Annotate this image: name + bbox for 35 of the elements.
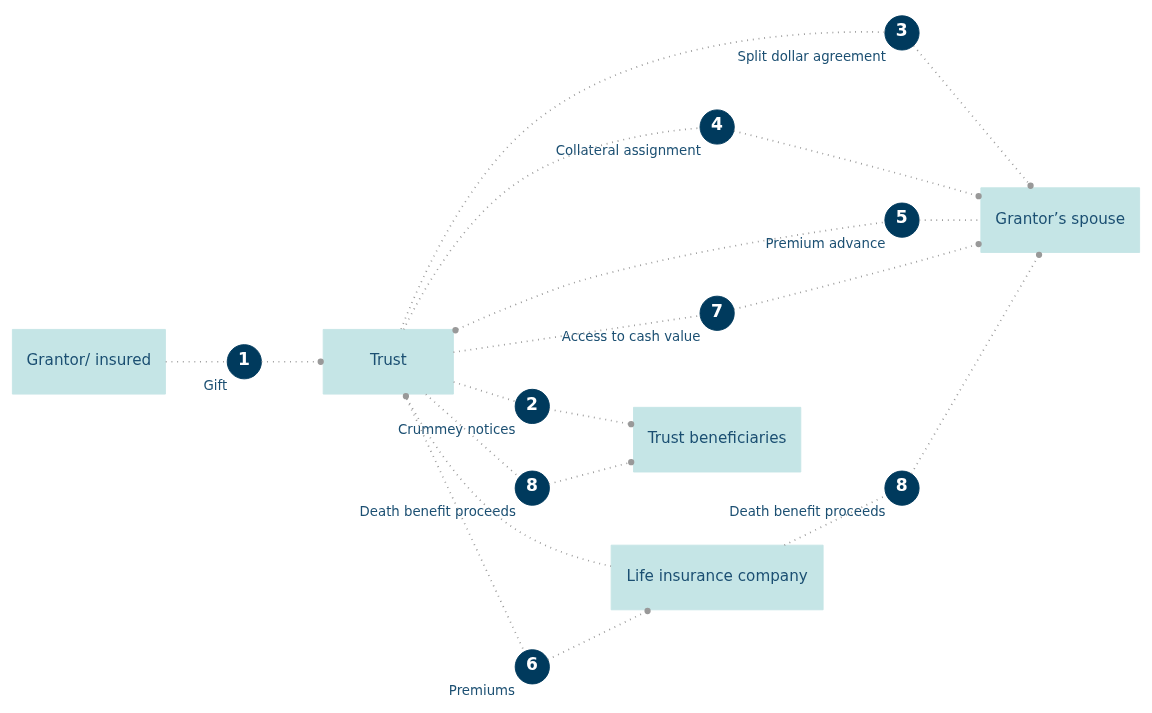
- connector: [733, 240, 982, 310]
- node-circle: 2: [514, 388, 550, 424]
- connector: [547, 607, 651, 661]
- node-label: Collateral assignment: [555, 142, 701, 158]
- node-label: Death benefit proceeds: [729, 503, 886, 519]
- connector: [912, 44, 1034, 189]
- node-box: Grantor/ insured: [11, 328, 166, 395]
- node-box: Grantor’s spouse: [980, 186, 1141, 253]
- node-box: Life insurance company: [610, 544, 824, 610]
- node-box: Trust: [322, 328, 454, 395]
- connector: [452, 220, 886, 333]
- node-label: Split dollar agreement: [737, 48, 886, 64]
- node-label: Premiums: [448, 682, 515, 698]
- node-box: Trust beneficiaries: [633, 406, 802, 472]
- node-label: Access to cash value: [561, 328, 701, 344]
- node-circle: 8: [514, 470, 550, 506]
- node-circle: 3: [884, 14, 920, 50]
- node-label: Gift: [203, 377, 228, 392]
- connector: [548, 407, 635, 427]
- node-label: Premium advance: [765, 235, 886, 251]
- node-label: Crummey notices: [398, 421, 516, 437]
- connector: [733, 129, 982, 199]
- node-circle: 7: [699, 295, 735, 331]
- node-circle: 5: [884, 202, 920, 238]
- connector: [548, 458, 635, 485]
- node-circle: 1: [226, 343, 262, 379]
- connector: [452, 380, 517, 402]
- connector: [400, 30, 886, 330]
- node-circle: 8: [884, 470, 920, 506]
- connector: [910, 251, 1043, 475]
- connector: [403, 392, 526, 652]
- connector: [402, 392, 612, 567]
- node-label: Death benefit proceeds: [359, 503, 516, 519]
- node-circle: 4: [699, 108, 735, 145]
- node-circle: 6: [514, 648, 550, 684]
